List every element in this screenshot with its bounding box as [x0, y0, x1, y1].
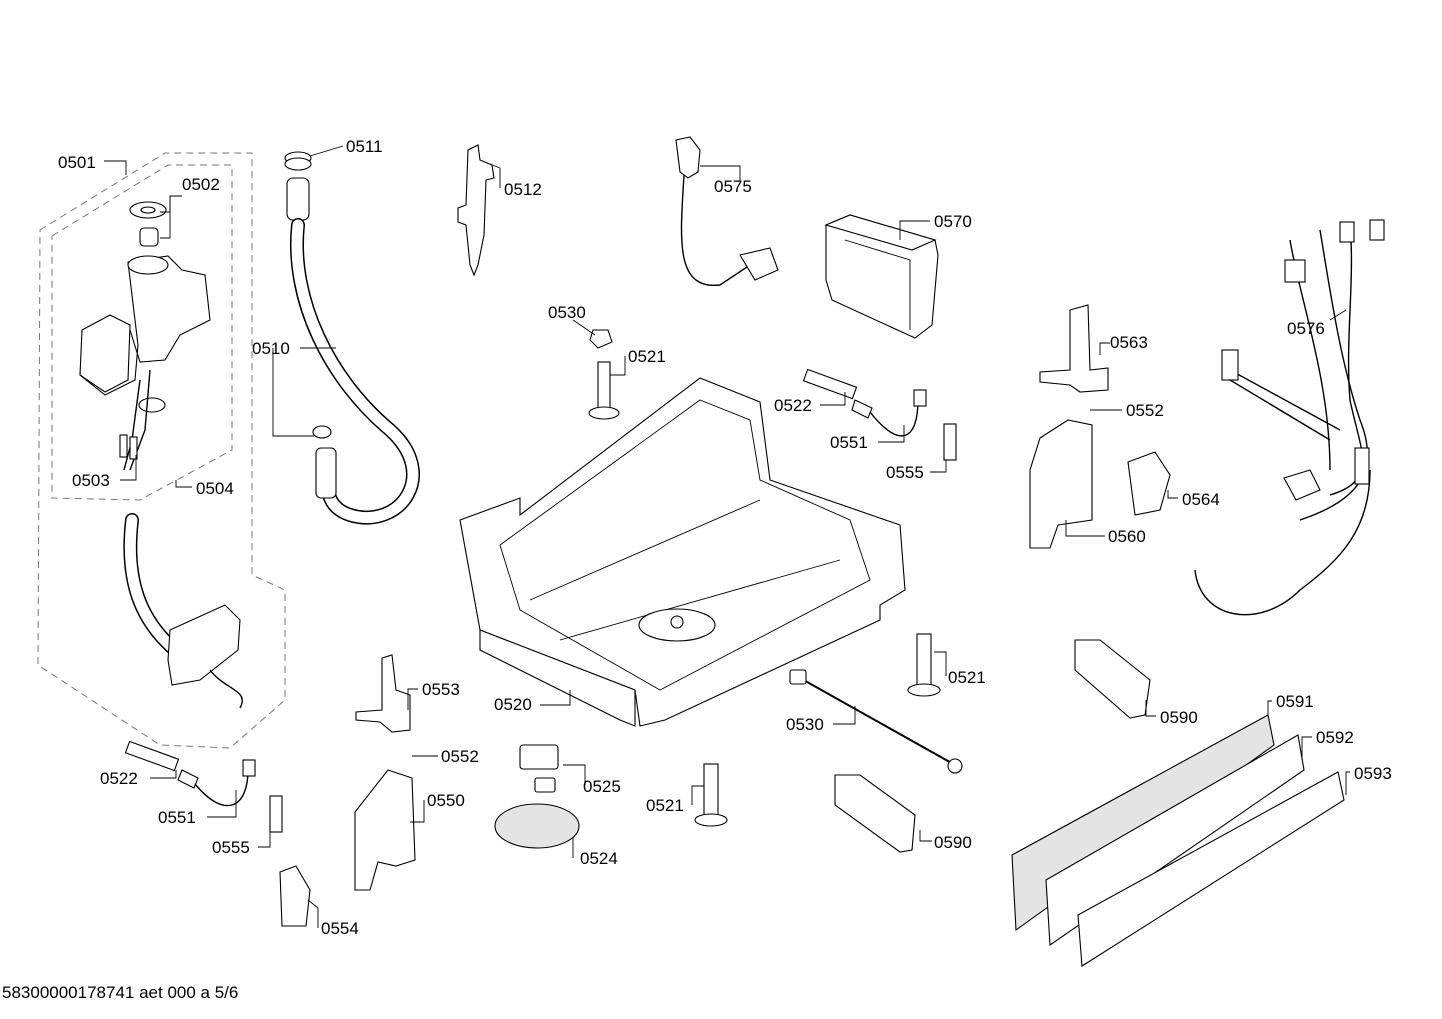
callout-label: 0524 [580, 849, 618, 868]
float-sensor-lower-part [124, 740, 283, 833]
callout-label: 0552 [1126, 401, 1164, 420]
callout-labels: 0501 0502 0503 0504 0510 0511 0512 0575 … [58, 137, 1392, 938]
drain-hose-part [123, 513, 243, 709]
callout-label: 0550 [427, 791, 465, 810]
callout-label: 0521 [646, 796, 684, 815]
callout-label: 0575 [714, 177, 752, 196]
callout-label: 0590 [1160, 708, 1198, 727]
connector-0525-small [534, 777, 556, 793]
disc-0524-part [494, 803, 580, 849]
callout-label: 0551 [158, 808, 196, 827]
base-tub-part [459, 377, 906, 727]
assembly-outline-0501 [37, 152, 286, 749]
callout-label: 0555 [886, 463, 924, 482]
callout-label: 0521 [948, 668, 986, 687]
inlet-valve-part [79, 201, 211, 471]
control-module-part [824, 214, 939, 339]
hinge-0553-part [355, 654, 411, 733]
callout-label: 0510 [252, 339, 290, 358]
callout-label: 0511 [346, 137, 383, 156]
hose-0510-part [284, 151, 420, 525]
callout-label: 0555 [212, 838, 250, 857]
callout-label: 0521 [628, 347, 666, 366]
callout-label: 0593 [1354, 764, 1392, 783]
callout-label: 0522 [100, 769, 138, 788]
callout-label: 0501 [58, 153, 96, 172]
callout-label: 0591 [1276, 692, 1314, 711]
screw-part-upper [588, 329, 620, 420]
wiring-harness-part [1194, 219, 1385, 616]
callout-label: 0576 [1287, 319, 1325, 338]
bracket-0564-part [1127, 451, 1171, 516]
callout-label: 0530 [548, 303, 586, 322]
hinge-0554-part [279, 865, 311, 927]
connector-0525-part [519, 744, 559, 770]
bracket-0563-part [1039, 304, 1109, 393]
callout-label: 0504 [196, 479, 234, 498]
bracket-0560-part [1029, 419, 1093, 549]
callout-label: 0592 [1316, 728, 1354, 747]
callout-label: 0563 [1110, 333, 1148, 352]
hinge-0550-part [354, 769, 416, 891]
callout-label: 0530 [786, 715, 824, 734]
power-cable-part [675, 136, 779, 286]
callout-label: 0525 [583, 777, 621, 796]
grill-0590-upper-part [1074, 639, 1151, 719]
assembly-outline-0504 [51, 164, 233, 501]
callout-label: 0520 [494, 695, 532, 714]
rod-0530-part [789, 669, 963, 774]
callout-label: 0570 [934, 212, 972, 231]
callout-label: 0502 [182, 175, 220, 194]
callout-label: 0512 [504, 180, 542, 199]
screw-part-low [694, 763, 728, 827]
document-footer: 58300000178741 aet 000 a 5/6 [2, 983, 238, 1002]
callout-label: 0564 [1182, 490, 1220, 509]
kickplate-0593-part [1077, 771, 1345, 967]
callout-label: 0522 [774, 396, 812, 415]
grill-0590-lower-part [834, 774, 916, 853]
callout-label: 0552 [441, 747, 479, 766]
bracket-0512-part [457, 144, 495, 277]
kickplate-0592-part [1045, 734, 1305, 947]
leader-lines [104, 145, 1350, 928]
callout-label: 0503 [72, 471, 110, 490]
callout-label: 0590 [934, 833, 972, 852]
screw-part-mid [907, 633, 941, 697]
float-sensor-upper-part [802, 368, 957, 461]
callout-label: 0551 [830, 433, 868, 452]
callout-label: 0553 [422, 680, 460, 699]
callout-label: 0560 [1108, 527, 1146, 546]
callout-label: 0554 [321, 919, 359, 938]
